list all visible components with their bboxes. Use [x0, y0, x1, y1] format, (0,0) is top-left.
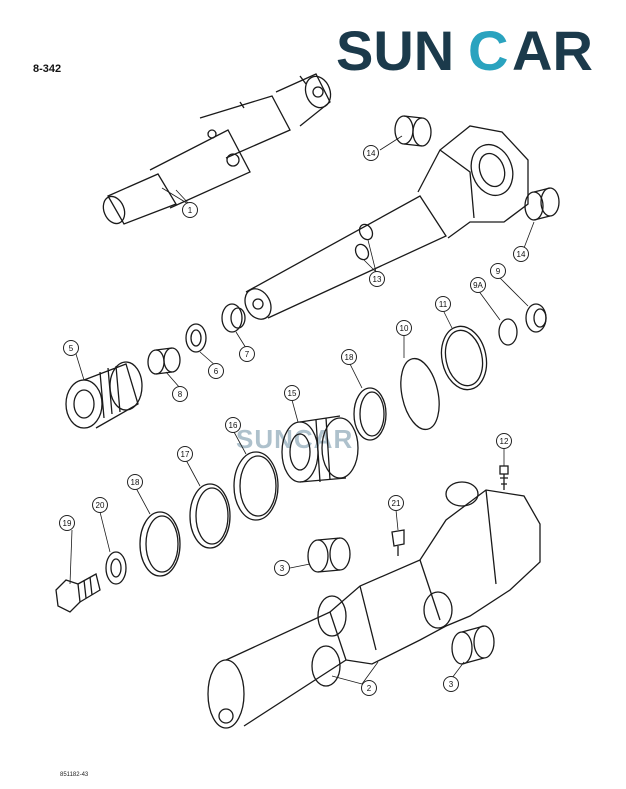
- seal-ring-18-upper: [353, 387, 387, 441]
- plug-19: [55, 573, 101, 613]
- logo-text-c: C: [468, 24, 508, 76]
- seal-ring-17: [189, 483, 231, 549]
- washer-20: [105, 551, 127, 585]
- wear-ring-8: [147, 347, 181, 375]
- logo-text-sun: SUN: [336, 24, 454, 76]
- callout-6: 6: [208, 363, 224, 379]
- rod-seal-6: [185, 323, 207, 353]
- figure-code: 851182-43: [60, 772, 89, 778]
- o-ring-10: [400, 357, 440, 431]
- callout-9: 9: [490, 263, 506, 279]
- callout-17: 17: [177, 446, 193, 462]
- cylinder-assembly-thumbnail: [102, 73, 332, 225]
- bushing-14-right: [524, 187, 560, 221]
- callout-7: 7: [239, 346, 255, 362]
- callout-5: 5: [63, 340, 79, 356]
- callout-2: 2: [361, 680, 377, 696]
- piston-15: [281, 415, 359, 483]
- washer-9a: [498, 318, 518, 346]
- nut-9: [525, 303, 547, 333]
- cylinder-barrel: [207, 481, 541, 729]
- callout-10: 10: [396, 320, 412, 336]
- watermark: SUNCAR: [236, 424, 354, 454]
- leader-lines: [69, 135, 535, 685]
- page-code: 8-342: [33, 63, 62, 75]
- callout-13: 13: [369, 271, 385, 287]
- callout-14-top: 14: [363, 145, 379, 161]
- bushing-14-top: [394, 115, 432, 147]
- callout-18-lower: 18: [127, 474, 143, 490]
- callout-21: 21: [388, 495, 404, 511]
- callout-8: 8: [172, 386, 188, 402]
- callout-1: 1: [182, 202, 198, 218]
- callout-16: 16: [225, 417, 241, 433]
- callout-18-upper: 18: [341, 349, 357, 365]
- brand-logo: SUN C AR: [336, 24, 593, 76]
- callout-11: 11: [435, 296, 451, 312]
- callout-19: 19: [59, 515, 75, 531]
- gland-5: [65, 361, 143, 429]
- wiper-7: [221, 303, 246, 333]
- bushing-3-right: [451, 625, 495, 665]
- callout-9a: 9A: [470, 277, 486, 293]
- seal-ring-18-lower: [139, 511, 181, 577]
- grease-fitting-21: [391, 529, 405, 556]
- bushing-3-left: [307, 537, 351, 573]
- callout-15: 15: [284, 385, 300, 401]
- backup-ring-11: [440, 325, 488, 391]
- piston-rod: [244, 125, 529, 320]
- callout-20: 20: [92, 497, 108, 513]
- callout-14-right: 14: [513, 246, 529, 262]
- callout-3-right: 3: [443, 676, 459, 692]
- callout-3-left: 3: [274, 560, 290, 576]
- grease-fitting-12: [499, 465, 509, 490]
- callout-12: 12: [496, 433, 512, 449]
- logo-text-ar: AR: [512, 24, 593, 76]
- seal-ring-16: [233, 451, 279, 521]
